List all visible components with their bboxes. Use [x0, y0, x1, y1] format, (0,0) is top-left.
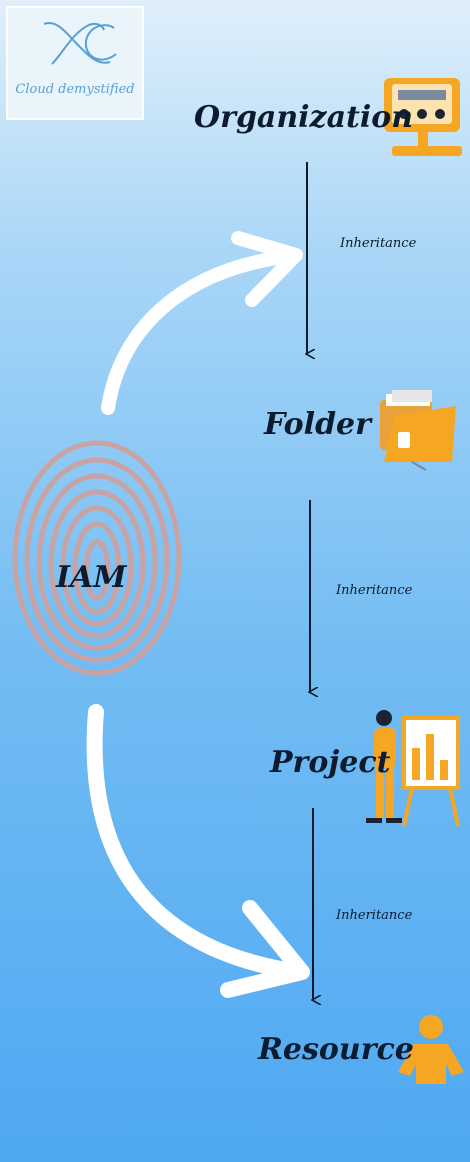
node-project: Project: [270, 745, 391, 780]
node-resource: Resource: [258, 1032, 414, 1067]
logo: Cloud demystified: [6, 6, 144, 120]
logo-tagline: Cloud demystified: [15, 82, 135, 97]
presenter-board-icon: [366, 710, 460, 827]
curve-arrow-down: [86, 704, 310, 998]
edge-label-1: Inheritance: [340, 236, 417, 251]
folder-icon: [380, 390, 456, 471]
iam-label: IAM: [56, 560, 127, 595]
node-folder: Folder: [264, 407, 371, 442]
node-organization: Organization: [194, 100, 414, 135]
edge-label-2: Inheritance: [336, 583, 413, 598]
logo-monogram-icon: [43, 22, 117, 65]
edge-label-3: Inheritance: [336, 908, 413, 923]
fingerprint-icon: [12, 440, 182, 676]
curve-arrow-up: [101, 231, 303, 415]
person-icon: [398, 1015, 464, 1084]
computer-icon: [384, 78, 462, 156]
